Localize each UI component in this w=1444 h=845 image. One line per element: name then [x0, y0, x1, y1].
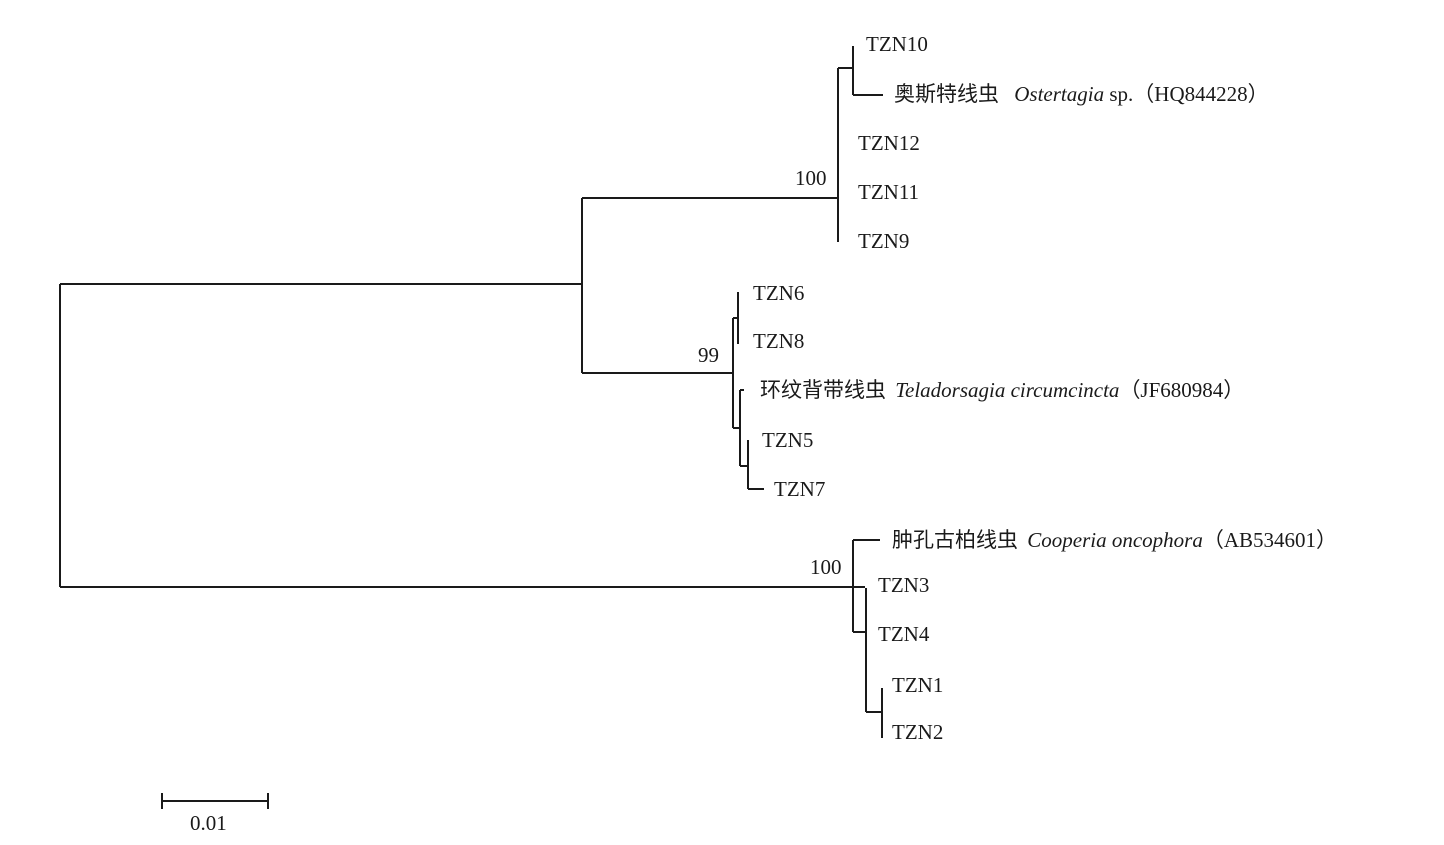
scale-bar-label: 0.01: [190, 811, 227, 835]
leaf-tzn2: TZN2: [892, 720, 943, 744]
teladorsagia-cn-name: 环纹背带线虫: [760, 378, 886, 402]
bootstrap-ostertagia-clade: 100: [795, 166, 827, 190]
cooperia-sci-name: Cooperia oncophora: [1027, 528, 1203, 552]
leaf-tzn5: TZN5: [762, 428, 813, 452]
ostertagia-suffix: sp.: [1104, 82, 1133, 106]
leaf-tzn7: TZN7: [774, 477, 825, 501]
teladorsagia-accession: （JF680984）: [1119, 378, 1244, 402]
leaf-tzn9: TZN9: [858, 229, 909, 253]
ostertagia-accession: （HQ844228）: [1133, 82, 1268, 106]
leaf-cooperia: 肿孔古柏线虫 Cooperia oncophora（AB534601）: [892, 528, 1337, 552]
leaf-tzn6: TZN6: [753, 281, 804, 305]
leaf-teladorsagia: 环纹背带线虫 Teladorsagia circumcincta（JF68098…: [760, 378, 1244, 402]
scale-bar-line: [161, 793, 269, 809]
cooperia-cn-name: 肿孔古柏线虫: [892, 528, 1018, 552]
ostertagia-sci-name: Ostertagia: [1014, 82, 1104, 106]
leaf-tzn12: TZN12: [858, 131, 920, 155]
teladorsagia-sci-name: Teladorsagia circumcincta: [895, 378, 1119, 402]
leaf-ostertagia: 奥斯特线虫 Ostertagia sp.（HQ844228）: [894, 82, 1269, 106]
tree-branches: [59, 46, 883, 738]
bootstrap-values: 100 99 100: [698, 166, 842, 579]
leaf-tzn4: TZN4: [878, 622, 930, 646]
scale-bar: 0.01: [161, 793, 269, 835]
bootstrap-cooperia-clade: 100: [810, 555, 842, 579]
ostertagia-cn-name: 奥斯特线虫: [894, 82, 999, 106]
leaf-tzn8: TZN8: [753, 329, 804, 353]
bootstrap-teladorsagia-clade: 99: [698, 343, 719, 367]
leaf-tzn3: TZN3: [878, 573, 929, 597]
leaf-tzn1: TZN1: [892, 673, 943, 697]
cooperia-accession: （AB534601）: [1203, 528, 1337, 552]
leaf-tzn11: TZN11: [858, 180, 919, 204]
leaf-labels: TZN10 奥斯特线虫 Ostertagia sp.（HQ844228） TZN…: [753, 32, 1337, 744]
leaf-tzn10: TZN10: [866, 32, 928, 56]
